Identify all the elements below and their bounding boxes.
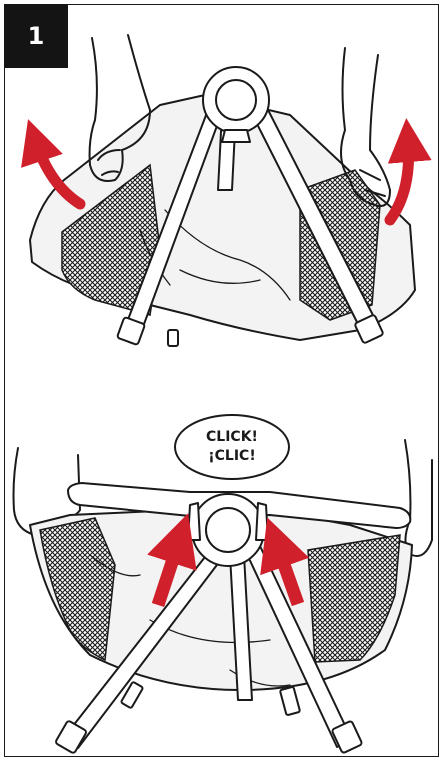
mesh-panel-right-bottom: [307, 534, 401, 663]
click-callout: CLICK! ¡CLIC!: [174, 414, 290, 480]
step-number-badge: 1: [4, 4, 68, 68]
hub-top: [202, 66, 270, 143]
mesh-panel-right: [299, 169, 381, 321]
lift-arrows-red: [21, 118, 432, 226]
arrow-right-diagonal: [260, 517, 310, 607]
arrow-right-up: [384, 118, 432, 226]
playard-rails-click-illustration: [12, 439, 433, 754]
arrow-left-up: [21, 119, 86, 210]
playard-legs-bottom: [55, 545, 363, 754]
callout-line-english: CLICK!: [206, 429, 258, 445]
step-number: 1: [27, 22, 45, 50]
mesh-panel-left-bottom: [39, 517, 116, 662]
arrow-left-diagonal: [147, 513, 197, 608]
hands-top: [88, 34, 391, 207]
playard-frame-lift-illustration: [21, 34, 432, 347]
callout-line-spanish: ¡CLIC!: [208, 448, 256, 464]
push-arrows-red: [147, 513, 310, 608]
